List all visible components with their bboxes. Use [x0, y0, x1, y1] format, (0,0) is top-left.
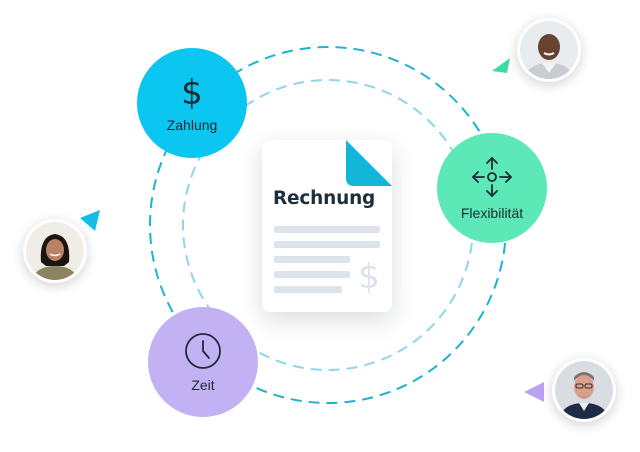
pointer-icon	[80, 210, 100, 231]
node-label-zahlung: Zahlung	[166, 117, 218, 133]
person-photo-icon	[555, 361, 613, 419]
svg-text:$: $	[181, 73, 203, 111]
document-line	[274, 256, 350, 263]
clock-icon	[185, 333, 221, 369]
document-line	[274, 226, 380, 233]
dollar-watermark-icon: $	[358, 257, 380, 296]
move-arrows-icon	[472, 157, 512, 197]
node-label-zeit: Zeit	[191, 377, 215, 393]
node-flexibilitaet: Flexibilität	[437, 133, 547, 243]
document-corner-icon	[346, 140, 392, 186]
avatar	[23, 219, 87, 283]
avatar	[552, 358, 616, 422]
dollar-icon: $	[181, 73, 203, 111]
node-zeit: Zeit	[148, 307, 258, 417]
person-photo-icon	[520, 21, 578, 79]
node-zahlung: $ Zahlung	[137, 48, 247, 158]
node-label-flexibilitaet: Flexibilität	[460, 205, 524, 221]
document-title: Rechnung	[273, 188, 376, 209]
document-line	[274, 286, 342, 293]
svg-text:$: $	[358, 257, 380, 296]
document-line	[274, 271, 350, 278]
invoice-document: Rechnung $	[262, 140, 392, 312]
pointer-icon	[524, 382, 544, 402]
document-line	[274, 241, 380, 248]
avatar	[517, 18, 581, 82]
person-photo-icon	[26, 222, 84, 280]
pointer-icon	[492, 58, 510, 73]
